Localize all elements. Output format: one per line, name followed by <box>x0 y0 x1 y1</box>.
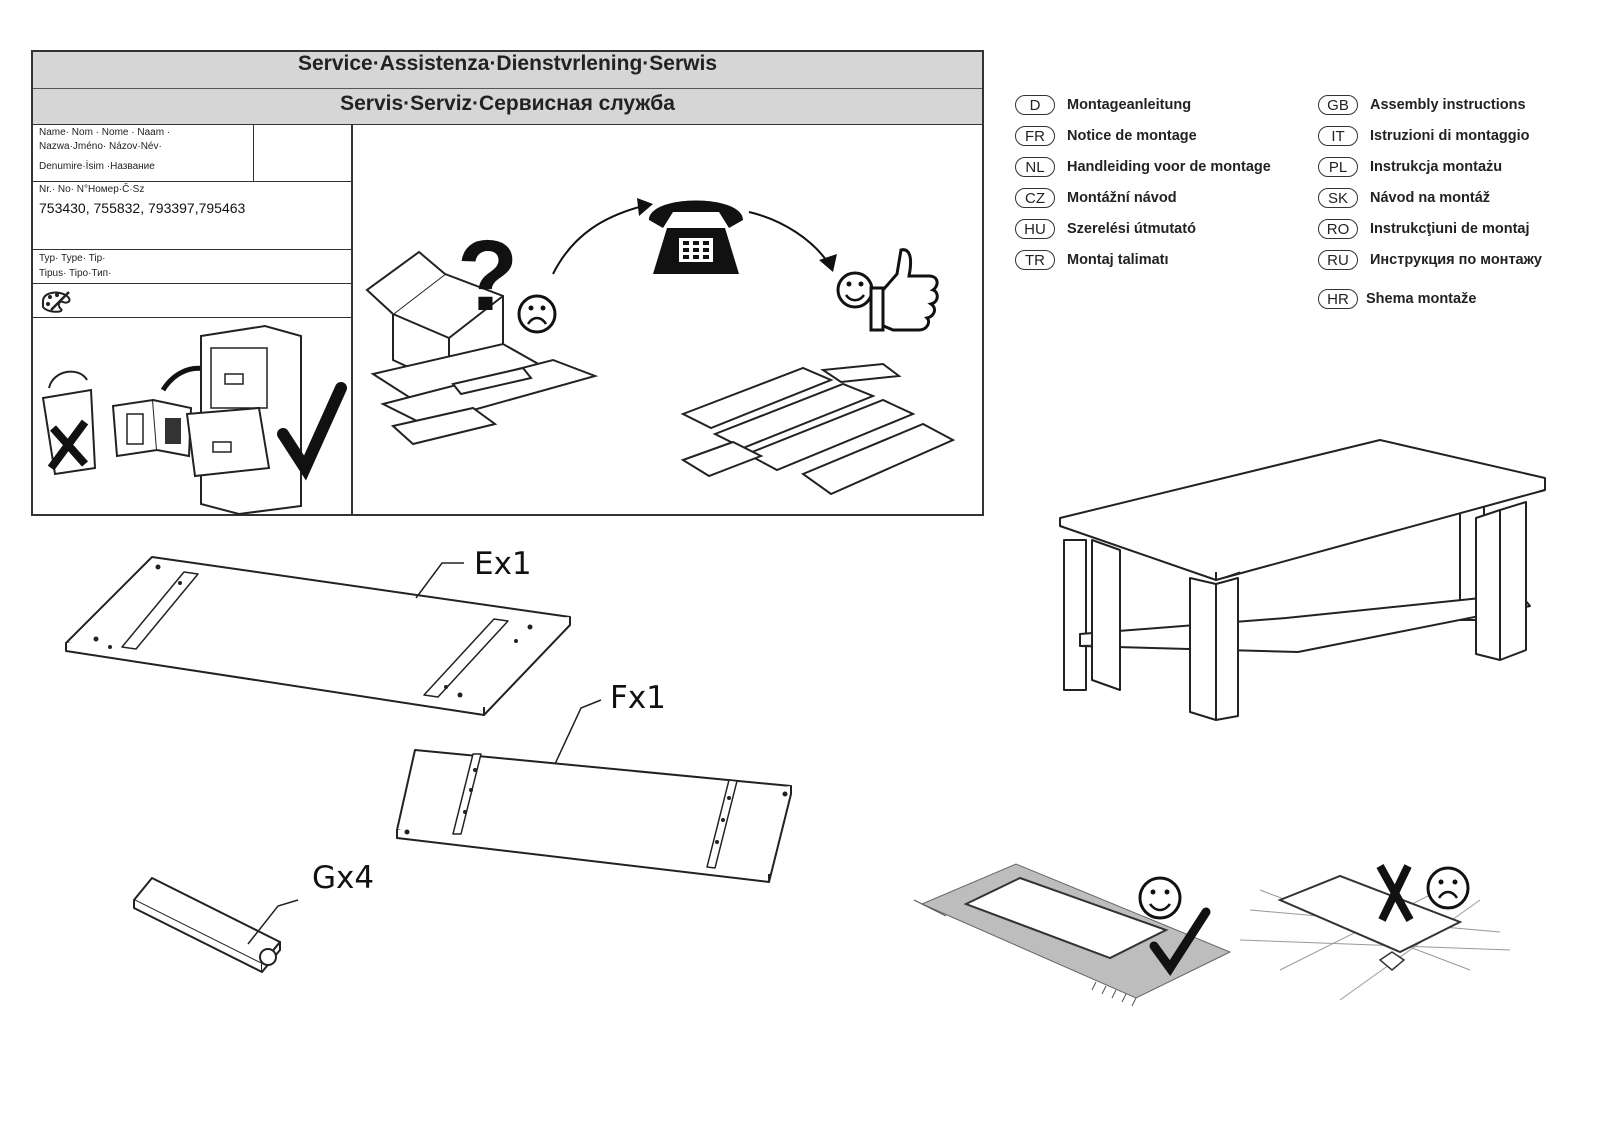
part-e-panel <box>65 556 571 716</box>
service-hotline-illustration: ? <box>365 198 956 496</box>
typ-label-1: Typ· Type· Tip· <box>39 253 106 264</box>
lang-label: Montaj talimatı <box>1067 252 1169 268</box>
booklet-icon <box>111 398 193 458</box>
loose-panels-icon <box>370 342 599 446</box>
telephone-icon <box>649 200 743 274</box>
language-item-d: D Montageanleitung <box>1015 94 1191 116</box>
service-header: Service·Assistenza·Dienstvrlening·Serwis… <box>33 52 982 125</box>
name-cell: Name· Nom · Nome · Naam · Nazwa·Jméno· N… <box>33 124 351 182</box>
header-divider <box>33 88 982 89</box>
service-form-column: Name· Nom · Nome · Naam · Nazwa·Jméno· N… <box>33 124 353 516</box>
lang-label: Assembly instructions <box>1370 97 1526 113</box>
name-label-1: Name· Nom · Nome · Naam · <box>39 127 171 138</box>
lang-label: Istruzioni di montaggio <box>1370 128 1530 144</box>
language-item-tr: TR Montaj talimatı <box>1015 249 1169 271</box>
lang-code-badge: NL <box>1015 157 1055 177</box>
typ-label-2: Tipus· Tipo·Тип· <box>39 268 112 279</box>
waste-bin-icon <box>41 370 97 476</box>
lang-label: Montageanleitung <box>1067 97 1192 113</box>
language-item-hr: HR Shema montaže <box>1318 288 1476 310</box>
lang-label: Návod na montáž <box>1370 190 1491 206</box>
happy-face-icon <box>836 271 874 309</box>
language-item-nl: NL Handleiding voor de montage <box>1015 156 1271 178</box>
language-item-fr: FR Notice de montage <box>1015 125 1197 147</box>
color-cell <box>33 284 351 318</box>
lang-code-badge: CZ <box>1015 188 1055 208</box>
part-e-label: Ex1 <box>474 546 532 582</box>
debris-icon <box>1378 951 1406 971</box>
palette-icon <box>42 291 71 313</box>
lang-code-badge: IT <box>1318 126 1358 146</box>
arrow-to-happy-icon <box>748 211 830 265</box>
part-g-leader-line <box>247 899 299 945</box>
service-title-line-1: Service·Assistenza·Dienstvrlening·Serwis <box>298 52 717 75</box>
soft-surface-ok-illustration <box>913 863 1232 1007</box>
part-f-panel <box>396 699 792 883</box>
lang-code-badge: FR <box>1015 126 1055 146</box>
lang-code-badge: HU <box>1015 219 1055 239</box>
nr-label: Nr.· No· N°Номер·Č·Sz <box>39 184 145 195</box>
name-field: Name· Nom · Nome · Naam · Nazwa·Jméno· N… <box>33 124 254 181</box>
name-label-3: Denumire·İsim ·Название <box>39 161 155 172</box>
happy-face-icon <box>1138 876 1182 920</box>
lang-label: Instrukcja montażu <box>1370 159 1503 175</box>
language-item-hu: HU Szerelési útmutató <box>1015 218 1196 240</box>
part-e-leader-line <box>415 562 464 599</box>
check-mark-icon <box>277 382 347 481</box>
name-label-2: Nazwa·Jméno· Názov·Név· <box>39 141 162 152</box>
lang-code-badge: TR <box>1015 250 1055 270</box>
language-item-ro: RO Instrukcţiuni de montaj <box>1318 218 1530 240</box>
number-cell: Nr.· No· N°Номер·Č·Sz 753430, 755832, 79… <box>33 182 351 250</box>
arrow-to-phone-icon <box>552 205 644 275</box>
service-title-line-2: Servis·Serviz·Сервисная служба <box>340 92 675 115</box>
language-item-sk: SK Návod na montáž <box>1318 187 1490 209</box>
lang-code-badge: PL <box>1318 157 1358 177</box>
language-item-cz: CZ Montážní návod <box>1015 187 1177 209</box>
keep-instructions-cell <box>33 318 351 516</box>
lang-label: Szerelési útmutató <box>1067 221 1196 237</box>
lang-code-badge: SK <box>1318 188 1358 208</box>
lang-label: Shema montaže <box>1366 291 1477 307</box>
language-item-pl: PL Instrukcja montażu <box>1318 156 1502 178</box>
sad-face-icon <box>517 294 557 334</box>
lang-code-badge: GB <box>1318 95 1358 115</box>
lang-code-badge: HR <box>1318 289 1358 309</box>
filing-cabinet-icon <box>185 324 302 516</box>
lang-code-badge: D <box>1015 95 1055 115</box>
question-mark-icon: ? <box>457 220 518 332</box>
lang-label: Notice de montage <box>1067 128 1197 144</box>
lang-label: Инструкция по монтажу <box>1370 252 1542 268</box>
article-numbers: 753430, 755832, 793397,795463 <box>39 200 246 216</box>
sad-face-icon <box>1426 866 1470 910</box>
part-f-leader-line <box>554 699 602 765</box>
lang-code-badge: RO <box>1318 219 1358 239</box>
part-g-leg <box>133 877 299 973</box>
part-f-label: Fx1 <box>610 680 666 716</box>
language-item-it: IT Istruzioni di montaggio <box>1318 125 1530 147</box>
language-item-ru: RU Инструкция по монтажу <box>1318 249 1542 271</box>
lang-label: Handleiding voor de montage <box>1067 159 1271 175</box>
coffee-table-illustration <box>1059 439 1546 721</box>
sorted-panels-icon <box>680 362 956 496</box>
check-mark-icon <box>1149 907 1211 976</box>
language-item-gb: GB Assembly instructions <box>1318 94 1526 116</box>
lang-code-badge: RU <box>1318 250 1358 270</box>
part-g-label: Gx4 <box>312 860 375 896</box>
thumbs-up-icon <box>869 248 939 332</box>
keep-instructions-illustration <box>41 324 347 516</box>
service-box: Service·Assistenza·Dienstvrlening·Serwis… <box>31 50 984 516</box>
lang-label: Instrukcţiuni de montaj <box>1370 221 1530 237</box>
hard-floor-bad-illustration <box>1239 864 1511 1001</box>
lang-label: Montážní návod <box>1067 190 1177 206</box>
type-cell: Typ· Type· Tip· Tipus· Tipo·Тип· <box>33 250 351 284</box>
cross-mark-icon <box>1376 864 1414 922</box>
